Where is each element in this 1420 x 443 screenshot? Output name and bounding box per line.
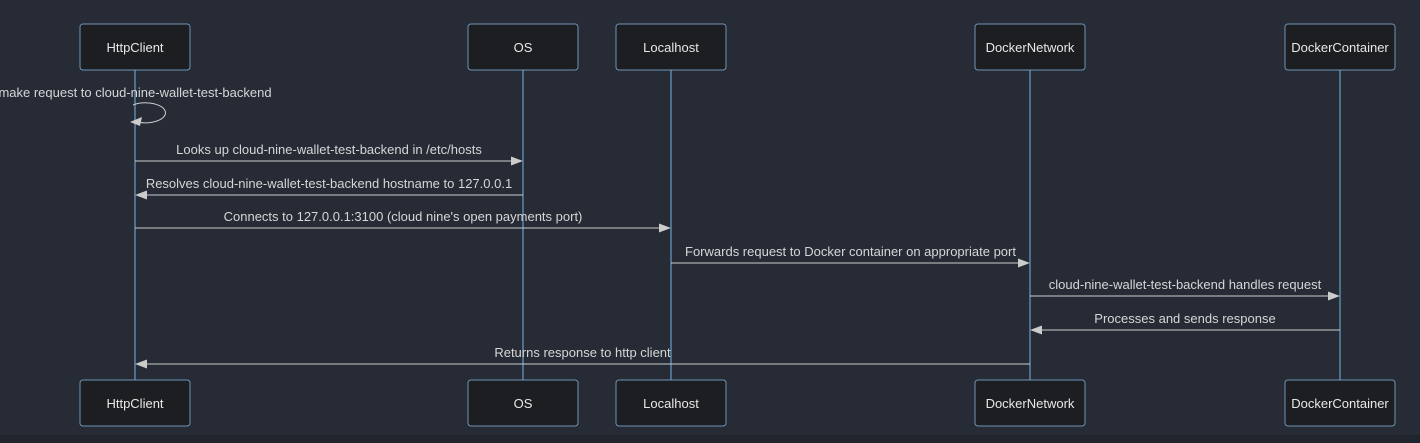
participant-box-bottom-DockerNetwork bbox=[974, 379, 1086, 427]
participant-box-bottom-Localhost bbox=[615, 379, 727, 427]
diagram-bottom-edge bbox=[0, 435, 1420, 443]
participant-box-top-OS bbox=[467, 23, 579, 71]
participant-box-bottom-OS bbox=[467, 379, 579, 427]
message-arrowhead-icon bbox=[135, 190, 147, 200]
message-label: Looks up cloud-nine-wallet-test-backend … bbox=[176, 142, 482, 157]
participant-label-bottom-OS: OS bbox=[514, 396, 533, 411]
participant-label-top-OS: OS bbox=[514, 40, 533, 55]
participant-label-top-HttpClient: HttpClient bbox=[106, 40, 163, 55]
participant-box-top-HttpClient bbox=[79, 23, 191, 71]
participant-label-bottom-Localhost: Localhost bbox=[643, 396, 699, 411]
message-arrowhead-icon bbox=[1328, 291, 1340, 301]
participant-label-bottom-DockerContainer: DockerContainer bbox=[1291, 396, 1389, 411]
participant-label-top-Localhost: Localhost bbox=[643, 40, 699, 55]
message-label: make request to cloud-nine-wallet-test-b… bbox=[0, 85, 272, 100]
message-arrowhead-icon bbox=[511, 156, 523, 166]
message-arrowhead-icon bbox=[1018, 258, 1030, 268]
participant-label-top-DockerNetwork: DockerNetwork bbox=[986, 40, 1075, 55]
participant-box-bottom-HttpClient bbox=[79, 379, 191, 427]
participant-box-bottom-DockerContainer bbox=[1284, 379, 1396, 427]
participant-box-top-DockerContainer bbox=[1284, 23, 1396, 71]
participant-box-top-DockerNetwork bbox=[974, 23, 1086, 71]
self-message-arrowhead-icon bbox=[130, 117, 142, 126]
message-label: Resolves cloud-nine-wallet-test-backend … bbox=[146, 176, 512, 191]
message-label: Forwards request to Docker container on … bbox=[685, 244, 1016, 259]
participant-label-bottom-HttpClient: HttpClient bbox=[106, 396, 163, 411]
message-label: Processes and sends response bbox=[1094, 311, 1275, 326]
participant-label-top-DockerContainer: DockerContainer bbox=[1291, 40, 1389, 55]
participant-box-top-Localhost bbox=[615, 23, 727, 71]
message-label: Connects to 127.0.0.1:3100 (cloud nine's… bbox=[224, 209, 583, 224]
message-arrowhead-icon bbox=[659, 223, 671, 233]
message-label: cloud-nine-wallet-test-backend handles r… bbox=[1049, 277, 1322, 292]
self-message-loop bbox=[132, 102, 166, 124]
message-arrowhead-icon bbox=[135, 359, 147, 369]
message-label: Returns response to http client bbox=[494, 345, 671, 360]
participant-label-bottom-DockerNetwork: DockerNetwork bbox=[986, 396, 1075, 411]
message-arrowhead-icon bbox=[1030, 325, 1042, 335]
